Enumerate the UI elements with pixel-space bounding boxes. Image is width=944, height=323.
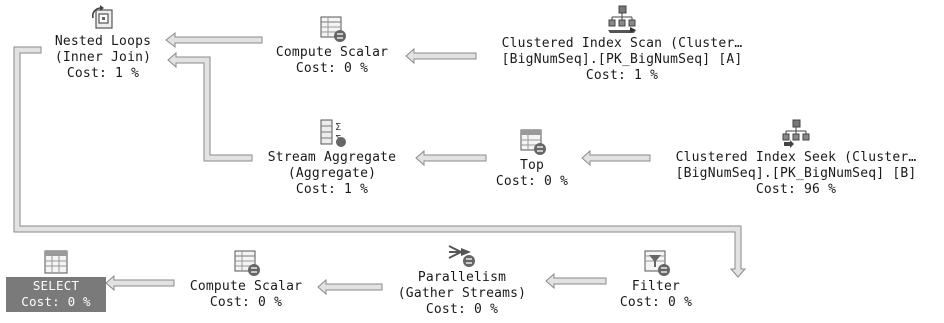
op-clustered-index-seek[interactable]: Clustered Index Seek (Cluster… [BigNumSe… [650,118,942,198]
op-label: Filter [631,279,681,294]
arrow-nested-loops-to-filter [13,46,747,278]
svg-text:Σ: Σ [335,122,341,133]
op-nested-loops[interactable]: Nested Loops (Inner Join) Cost: 1 % [44,4,162,82]
op-top[interactable]: Top Cost: 0 % [484,128,580,190]
arrow-top-to-stream-aggregate [415,149,487,167]
op-sublabel: (Gather Streams) [397,286,527,301]
clustered-index-scan-icon [608,5,636,33]
op-label: Compute Scalar [275,45,389,60]
op-label: Top [519,158,545,173]
op-sublabel: (Aggregate) [287,166,377,181]
op-label: Clustered Index Scan (Cluster… [501,36,743,51]
top-icon [520,129,546,155]
op-compute-scalar-top[interactable]: Compute Scalar Cost: 0 % [262,15,402,77]
op-cost: Cost: 0 % [425,302,499,317]
stream-aggregate-icon: Σ Σ [320,119,346,147]
select-icon [44,250,68,274]
op-cost: Cost: 0 % [209,295,283,310]
op-object: [BigNumSeq].[PK_BigNumSeq] [B] [675,166,917,181]
arrow-parallelism-to-compute-scalar [317,278,383,296]
op-cost: Cost: 0 % [495,174,569,189]
op-label: Parallelism [417,270,507,285]
op-cost: Cost: 0 % [619,295,693,310]
op-object: [BigNumSeq].[PK_BigNumSeq] [A] [501,52,743,67]
op-filter[interactable]: Filter Cost: 0 % [606,249,706,311]
arrow-filter-to-parallelism [545,272,607,290]
filter-icon [644,250,670,276]
arrow-stream-aggregate-to-nested-loops [167,51,253,162]
arrow-scan-to-compute-scalar [405,47,477,65]
nested-loops-icon [91,5,113,29]
op-stream-aggregate[interactable]: Σ Σ Stream Aggregate (Aggregate) Cost: 1… [252,118,412,198]
op-select[interactable]: SELECT Cost: 0 % [6,249,106,312]
op-cost: Cost: 96 % [755,182,837,197]
op-cost: Cost: 1 % [295,182,369,197]
compute-scalar-icon [320,16,346,42]
arrow-seek-to-top [581,149,651,167]
op-sublabel: (Inner Join) [54,50,152,65]
op-label: Clustered Index Seek (Cluster… [675,150,917,165]
op-parallelism[interactable]: Parallelism (Gather Streams) Cost: 0 % [380,240,544,318]
op-compute-scalar-bottom[interactable]: Compute Scalar Cost: 0 % [176,249,316,311]
op-cost: Cost: 0 % [295,61,369,76]
arrow-compute-scalar-to-select [105,274,175,292]
op-cost: Cost: 1 % [66,66,140,81]
clustered-index-seek-icon [782,119,810,148]
parallelism-icon [448,245,475,267]
arrow-compute-scalar-to-nested-loops [165,31,263,49]
op-cost: Cost: 0 % [21,294,91,309]
op-label: SELECT [32,278,80,293]
compute-scalar-icon [234,250,260,276]
select-selected-label: SELECT Cost: 0 % [6,277,106,312]
op-clustered-index-scan[interactable]: Clustered Index Scan (Cluster… [BigNumSe… [476,4,768,84]
op-label: Nested Loops [54,34,152,49]
op-label: Compute Scalar [189,279,303,294]
op-cost: Cost: 1 % [585,68,659,83]
op-label: Stream Aggregate [267,150,397,165]
